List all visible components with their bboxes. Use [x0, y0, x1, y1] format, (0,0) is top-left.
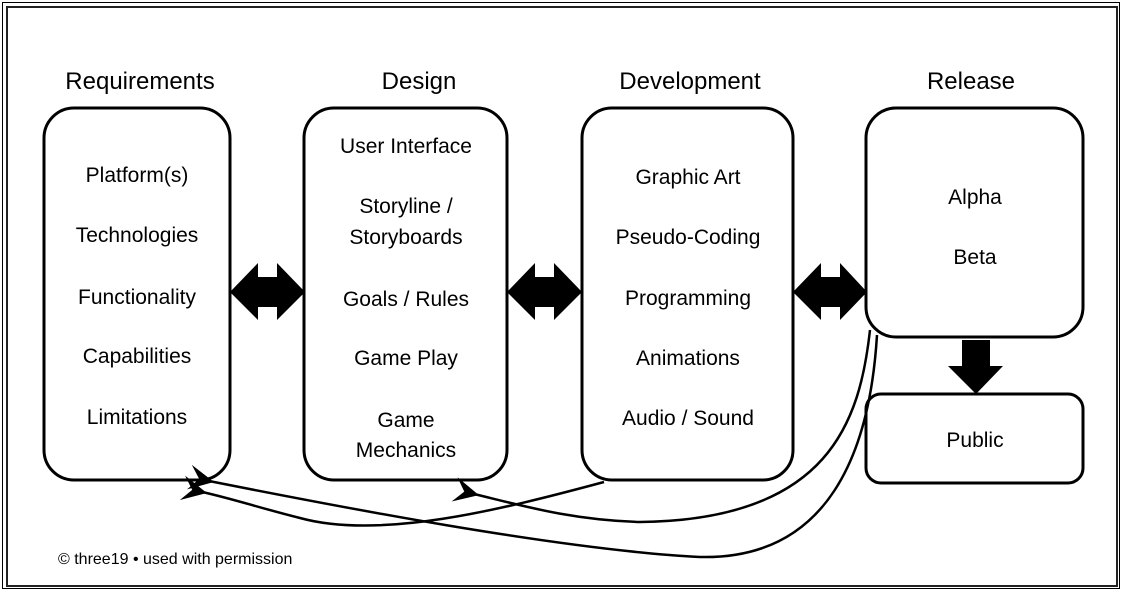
stage-title-release: Release	[926, 68, 1016, 95]
release-item: Beta	[953, 246, 997, 269]
stage-title-development: Development	[619, 68, 761, 95]
development-box	[580, 106, 795, 482]
double-arrow-requirements-design	[230, 263, 305, 320]
design-item: Goals / Rules	[342, 288, 470, 311]
development-item: Animations	[636, 347, 740, 370]
development-item: Pseudo-Coding	[615, 226, 761, 249]
down-arrow-release-public	[948, 340, 1003, 394]
double-arrow-development-release	[793, 263, 867, 320]
inner-frame	[6, 6, 1118, 587]
design-item: Game Play	[354, 347, 458, 370]
requirements-item: Technologies	[75, 224, 199, 247]
stage-title-requirements: Requirements	[65, 68, 215, 95]
release-box	[864, 106, 1085, 339]
requirements-box	[42, 106, 232, 482]
release-item: Alpha	[948, 186, 1002, 209]
development-item: Graphic Art	[635, 166, 741, 189]
public-label: Public	[946, 429, 1004, 452]
copyright-notice: © three19 • used with permission	[58, 551, 293, 568]
stage-title-design: Design	[381, 68, 457, 95]
requirements-item: Limitations	[86, 406, 188, 429]
development-item: Audio / Sound	[622, 407, 754, 430]
design-item: Storyline /	[359, 195, 453, 218]
requirements-item: Platform(s)	[85, 164, 189, 187]
requirements-item: Functionality	[78, 286, 196, 309]
design-box	[302, 106, 509, 482]
double-arrow-design-development	[507, 263, 582, 320]
feedback-arrow-release-to-requirements	[186, 334, 879, 559]
feedback-arrow-development-to-requirements	[179, 475, 605, 527]
design-item: Mechanics	[355, 439, 457, 462]
development-item: Programming	[624, 287, 752, 310]
feedback-arrow-release-to-design	[451, 329, 872, 524]
design-item: Storyboards	[349, 226, 463, 249]
design-item: Game	[377, 409, 435, 432]
public-box	[864, 392, 1085, 485]
design-item: User Interface	[340, 135, 472, 158]
requirements-item: Capabilities	[82, 345, 192, 368]
